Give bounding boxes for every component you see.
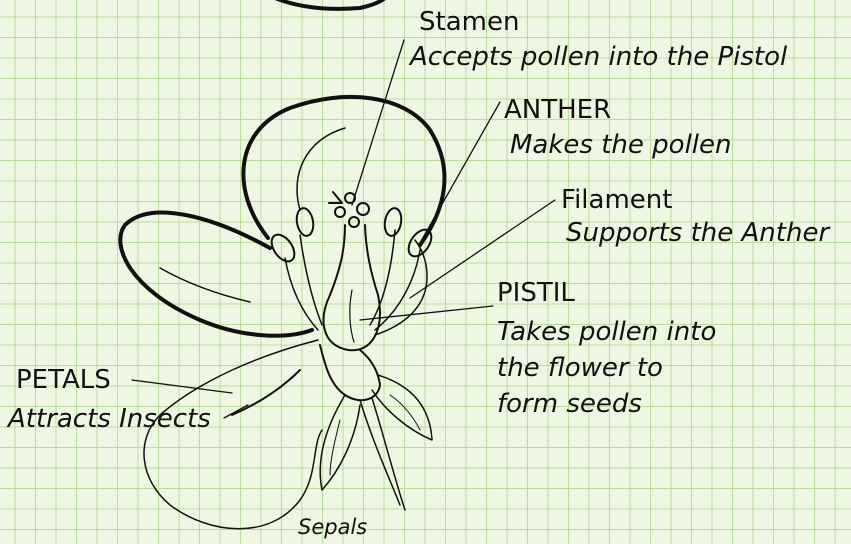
filament-title: Filament xyxy=(561,187,672,213)
stamen-title: Stamen xyxy=(419,9,519,35)
anther-left xyxy=(267,231,299,266)
filament-description: Supports the Anther xyxy=(566,220,829,246)
receptacle xyxy=(320,345,380,400)
pistil-title: PISTIL xyxy=(497,280,575,306)
anther-title: ANTHER xyxy=(504,97,611,123)
petal-top xyxy=(243,97,444,245)
sepal-left xyxy=(320,395,360,490)
pistil-description: Takes pollen into the flower to form see… xyxy=(497,314,716,422)
pistil-inner xyxy=(350,290,354,342)
anther-pointer xyxy=(420,102,500,243)
petal-bottom xyxy=(144,340,322,529)
petal-left-vein xyxy=(160,268,250,302)
petals-description: Attracts Insects xyxy=(8,406,211,432)
top-shape xyxy=(275,0,385,9)
pistil-desc-line-3: form seeds xyxy=(497,386,716,422)
anther-left-2 xyxy=(295,207,316,237)
filament-left-2 xyxy=(300,235,322,325)
stamen-description: Accepts pollen into the Pistol xyxy=(410,44,787,70)
stamen-pointer xyxy=(352,40,404,205)
stigma xyxy=(329,192,369,227)
sepals-label: Sepals xyxy=(298,517,367,538)
sepal-mid xyxy=(360,398,405,510)
petal-left xyxy=(120,213,312,336)
pistil-desc-line-2: the flower to xyxy=(497,350,716,386)
anther-description: Makes the pollen xyxy=(510,132,732,158)
petals-pointer xyxy=(132,380,232,393)
pistil-desc-line-1: Takes pollen into xyxy=(497,314,716,350)
filament-left xyxy=(285,258,318,330)
petals-title: PETALS xyxy=(16,367,111,393)
pistil-style xyxy=(330,225,378,295)
petals-pointer-2 xyxy=(224,405,248,418)
anther-right-2 xyxy=(383,207,404,237)
